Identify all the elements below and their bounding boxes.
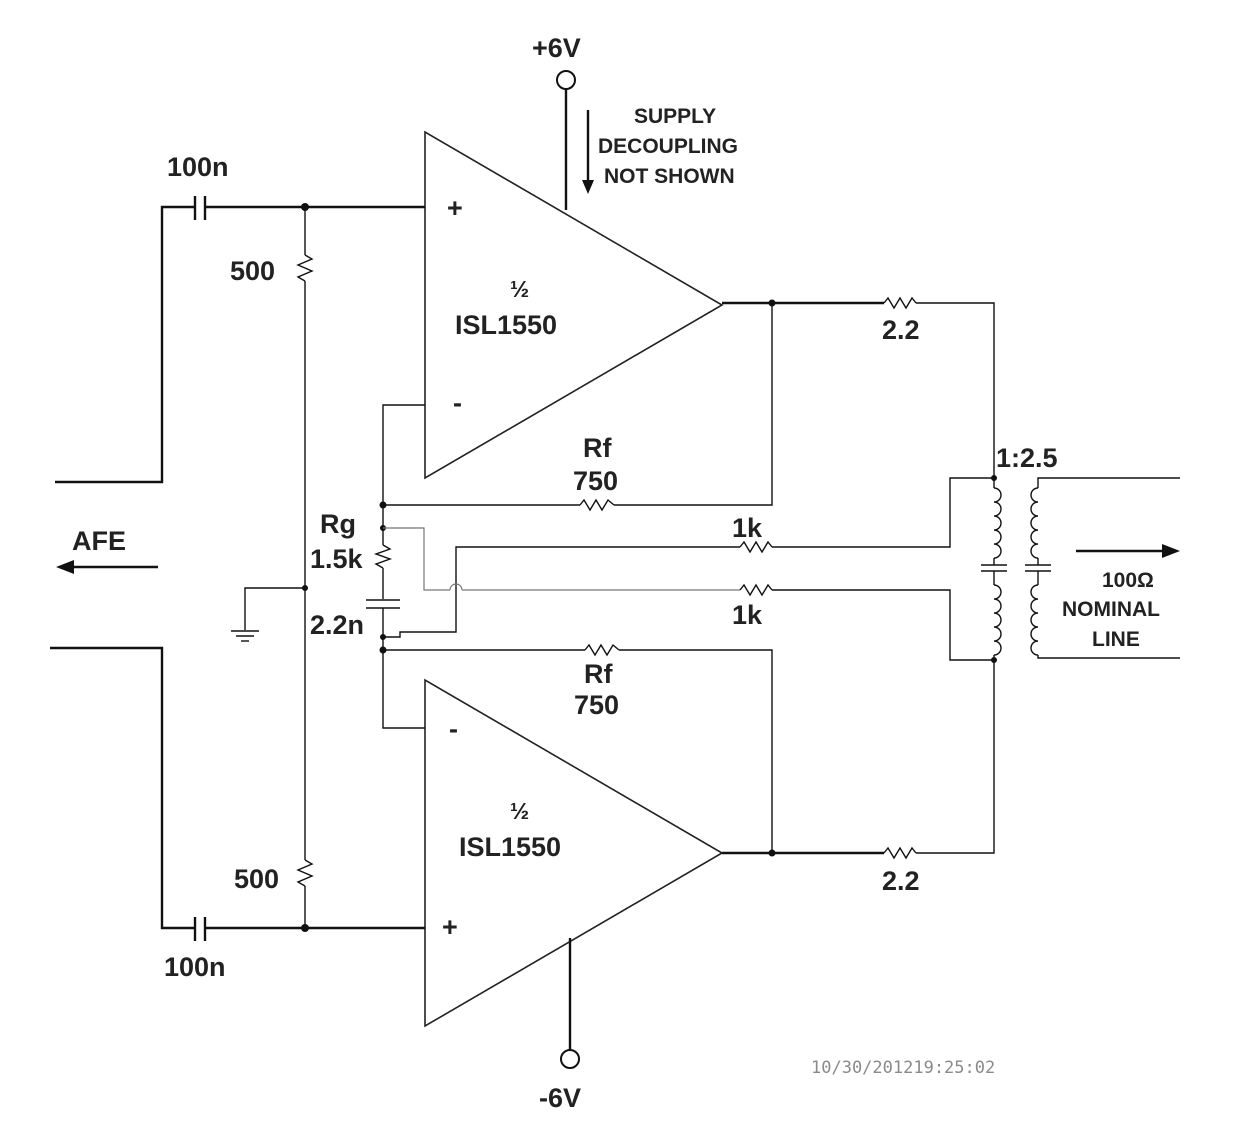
opamp-top-plus: +	[447, 193, 463, 223]
bias-resistor-chain	[296, 203, 314, 932]
opamp-bottom-name: ISL1550	[459, 832, 561, 862]
line-nominal-label: NOMINAL	[1062, 598, 1160, 621]
bias-top-label: 500	[230, 256, 275, 286]
opamp-top-fraction: ½	[510, 276, 529, 302]
arrow-right-icon	[1076, 544, 1180, 558]
line-label: LINE	[1092, 628, 1140, 651]
opamp-top-minus: -	[453, 388, 462, 418]
opamp-bottom	[424, 678, 724, 1028]
cap-top-label: 100n	[167, 152, 229, 182]
input-wiring-bottom	[50, 646, 425, 930]
input-wiring-top	[55, 205, 425, 484]
note-line-2: DECOUPLING	[598, 135, 738, 158]
supply-negative-label: -6V	[539, 1083, 581, 1113]
opamp-bottom-minus: -	[449, 714, 458, 744]
supply-positive-rail	[556, 70, 576, 210]
transformer-ratio-label: 1:2.5	[996, 443, 1058, 473]
output-top	[722, 296, 995, 478]
rg-name: Rg	[320, 509, 356, 539]
arrow-left-icon	[56, 560, 158, 574]
bias-bottom-label: 500	[234, 864, 279, 894]
opamp-top-name: ISL1550	[455, 310, 557, 340]
rf-top-value: 750	[573, 466, 618, 496]
opamp-top	[424, 130, 724, 480]
rf-bottom-name: Rf	[584, 659, 613, 689]
line-impedance-label: 100Ω	[1102, 569, 1154, 592]
rg-value: 1.5k	[310, 544, 364, 574]
arrow-down-icon	[582, 110, 594, 194]
opamp-bottom-plus: +	[442, 912, 458, 942]
transformer	[981, 475, 1180, 663]
note-line-1: SUPPLY	[634, 105, 716, 128]
capacitor-top-icon	[193, 196, 207, 220]
note-line-3: NOT SHOWN	[604, 165, 735, 188]
feedback-network	[366, 305, 994, 853]
capacitor-bottom-icon	[193, 917, 207, 941]
opamp-bottom-fraction: ½	[510, 798, 529, 824]
r-out-bottom-label: 2.2	[882, 866, 920, 896]
cg-value: 2.2n	[310, 610, 364, 640]
r-fb-top-label: 1k	[732, 513, 763, 543]
cap-bottom-label: 100n	[164, 952, 226, 982]
afe-label: AFE	[72, 526, 126, 556]
r-fb-bottom-label: 1k	[732, 600, 763, 630]
supply-negative-rail	[560, 938, 580, 1069]
supply-positive-label: +6V	[532, 33, 581, 63]
ground-icon	[231, 587, 305, 642]
r-out-top-label: 2.2	[882, 315, 920, 345]
output-bottom	[722, 660, 995, 860]
rf-bottom-value: 750	[574, 690, 619, 720]
rf-top-name: Rf	[583, 433, 612, 463]
timestamp: 10/30/201219:25:02	[811, 1058, 995, 1078]
